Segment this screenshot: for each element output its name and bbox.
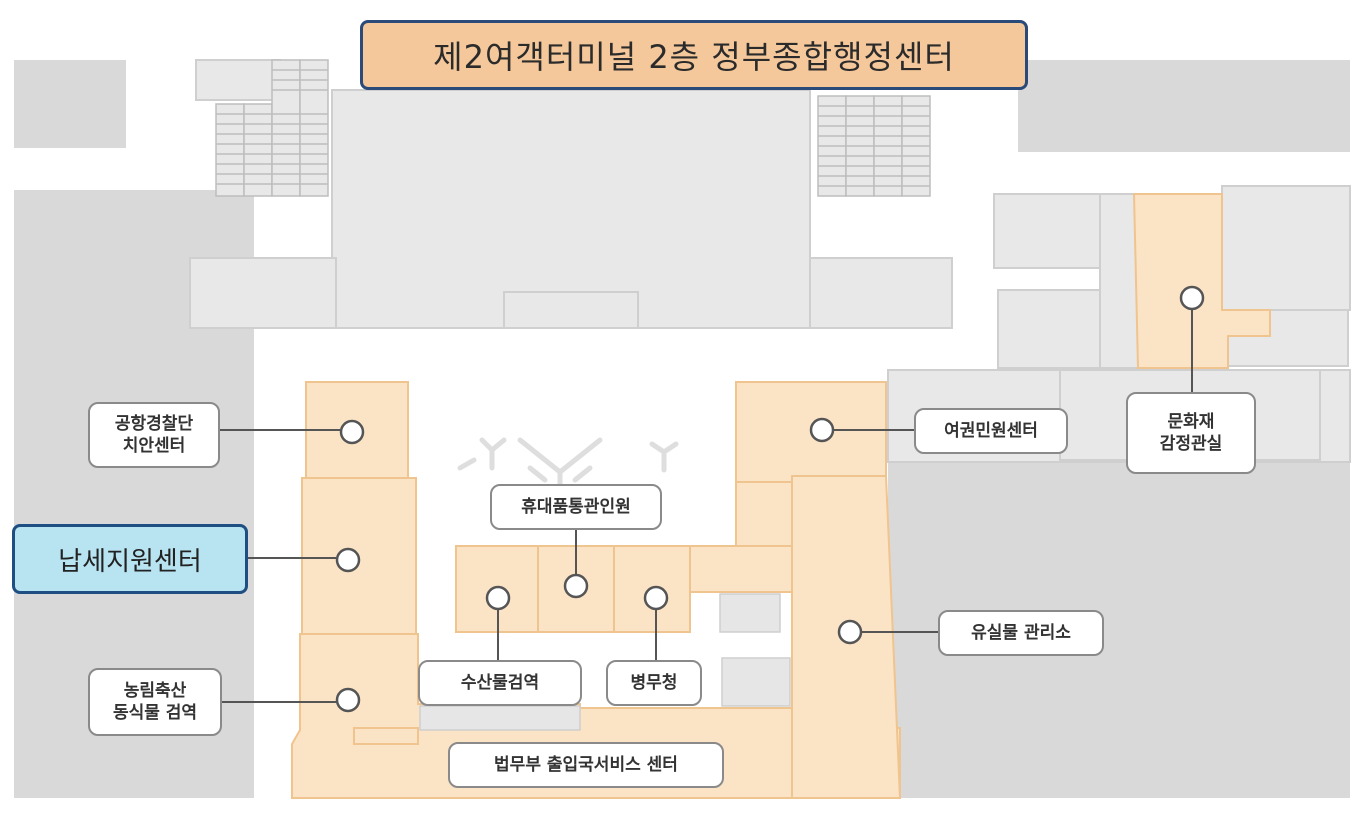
label-cultural-appraisal[interactable]: 문화재 감정관실 (1126, 392, 1256, 474)
marker-phone (563, 573, 589, 599)
label-military-office[interactable]: 병무청 (606, 660, 702, 706)
page-title: 제2여객터미널 2층 정부종합행정센터 (360, 20, 1028, 90)
label-police-center[interactable]: 공항경찰단 치안센터 (88, 402, 220, 468)
marker-passport (809, 417, 835, 443)
marker-lost (837, 619, 863, 645)
connector-lines (214, 310, 1193, 703)
map-area-topright (1018, 60, 1350, 152)
label-tax-support-center[interactable]: 납세지원센터 (12, 524, 248, 594)
marker-agri (335, 687, 361, 713)
marker-tax (335, 547, 361, 573)
map-area-topleft (14, 60, 126, 148)
escalator-right (817, 95, 931, 197)
label-immigration-center[interactable]: 법무부 출입국서비스 센터 (448, 742, 724, 788)
location-markers (335, 285, 1205, 713)
label-lost-found[interactable]: 유실물 관리소 (938, 610, 1104, 656)
right-blocks (887, 185, 1351, 463)
marker-culture (1179, 285, 1205, 311)
label-agri-quarantine[interactable]: 농림축산 동식물 검역 (88, 668, 222, 736)
courtyard-decoration (457, 437, 679, 493)
label-customs-phone[interactable]: 휴대품통관인원 (490, 484, 662, 530)
central-building (189, 59, 953, 329)
marker-police (339, 419, 365, 445)
escalator-left (215, 59, 329, 197)
inner-blocks (419, 593, 791, 731)
marker-fish (485, 585, 511, 611)
label-passport-center[interactable]: 여권민원센터 (914, 408, 1068, 454)
label-fish-quarantine[interactable]: 수산물검역 (418, 660, 582, 706)
marker-military (643, 585, 669, 611)
